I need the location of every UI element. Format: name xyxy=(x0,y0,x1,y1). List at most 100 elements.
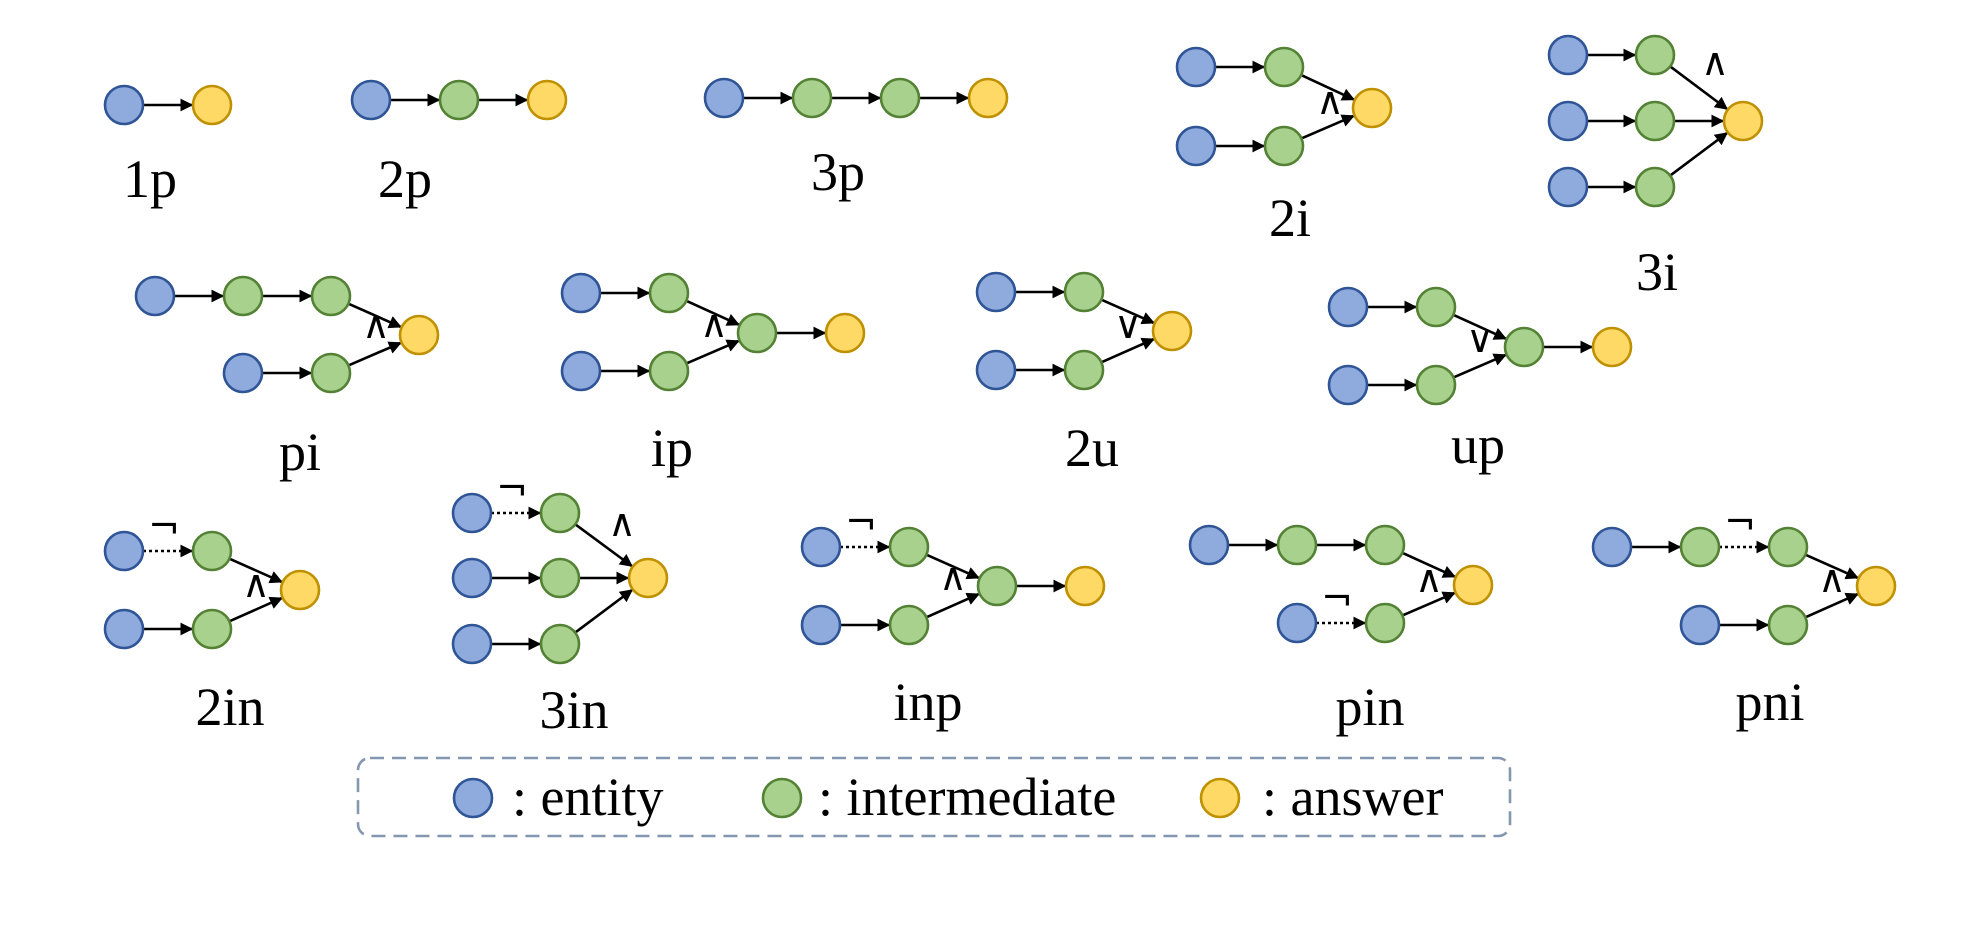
projection-edge xyxy=(228,596,283,623)
entity-node xyxy=(1547,100,1589,142)
intermediate-node xyxy=(1634,166,1676,208)
projection-edge xyxy=(1100,337,1155,364)
projection-edge xyxy=(228,557,283,584)
intermediate-node xyxy=(222,275,264,317)
pattern-3p xyxy=(703,77,1009,119)
intersection-operator: ∧ xyxy=(608,501,636,545)
intermediate-node xyxy=(1415,286,1457,328)
intermediate-node xyxy=(736,312,778,354)
intermediate-node xyxy=(1634,34,1676,76)
entity-node xyxy=(1276,602,1318,644)
intermediate-node xyxy=(1364,602,1406,644)
legend-answer-label: : answer xyxy=(1262,767,1443,827)
pattern-2u: ∨ xyxy=(975,271,1193,391)
pattern-label-pni: pni xyxy=(1735,672,1804,732)
entity-node xyxy=(800,526,842,568)
entity-node xyxy=(451,623,493,665)
projection-edge xyxy=(685,339,740,365)
answer-node xyxy=(1064,565,1106,607)
pattern-label-pin: pin xyxy=(1335,677,1404,737)
pattern-3i: ∧ xyxy=(1547,34,1764,208)
negation-operator: ¬ xyxy=(1321,576,1353,620)
projection-edge xyxy=(685,299,740,326)
answer-node xyxy=(526,79,568,121)
pattern-label-1p: 1p xyxy=(123,149,177,209)
intermediate-node xyxy=(539,492,581,534)
union-operator: ∨ xyxy=(1114,303,1142,347)
pattern-label-ip: ip xyxy=(651,418,693,478)
pattern-pni: ¬∧ xyxy=(1591,500,1897,646)
intermediate-node xyxy=(648,350,690,392)
entity-node xyxy=(1327,286,1369,328)
pattern-up: ∨ xyxy=(1327,286,1633,406)
entity-node xyxy=(560,350,602,392)
pattern-2in: ¬∧ xyxy=(103,504,321,650)
intermediate-node xyxy=(1364,524,1406,566)
intersection-operator: ∧ xyxy=(1818,557,1846,601)
answer-node xyxy=(1855,565,1897,607)
pattern-2p xyxy=(350,79,568,121)
legend-answer-marker xyxy=(1199,777,1241,819)
projection-edge xyxy=(1669,131,1729,177)
legend-entity-label: : entity xyxy=(512,767,663,827)
intersection-operator: ∧ xyxy=(1316,79,1344,123)
intermediate-node xyxy=(1063,349,1105,391)
projection-edge xyxy=(1804,592,1859,619)
answer-node xyxy=(1591,326,1633,368)
intersection-operator: ∧ xyxy=(242,562,270,606)
intermediate-node xyxy=(879,77,921,119)
intersection-operator: ∧ xyxy=(362,303,390,347)
pattern-label-pi: pi xyxy=(279,422,321,482)
entity-node xyxy=(1188,524,1230,566)
pattern-label-2i: 2i xyxy=(1269,188,1311,248)
intermediate-node xyxy=(438,79,480,121)
projection-edge xyxy=(574,588,634,634)
projection-edge xyxy=(1804,553,1859,580)
pattern-ip: ∧ xyxy=(560,272,866,392)
intermediate-node xyxy=(1634,100,1676,142)
negation-operator: ¬ xyxy=(148,504,180,548)
intermediate-node xyxy=(1767,526,1809,568)
entity-node xyxy=(103,608,145,650)
intersection-operator: ∧ xyxy=(1415,557,1443,601)
projection-edge xyxy=(1401,591,1456,617)
intermediate-node xyxy=(191,530,233,572)
projection-edge xyxy=(1452,313,1507,340)
projection-edge xyxy=(925,592,980,619)
negation-operator: ¬ xyxy=(496,466,528,510)
pattern-label-3i: 3i xyxy=(1636,242,1678,302)
entity-node xyxy=(703,77,745,119)
intermediate-node xyxy=(1415,364,1457,406)
pattern-1p xyxy=(103,84,233,126)
intersection-operator: ∧ xyxy=(939,555,967,599)
negation-operator: ¬ xyxy=(845,500,877,544)
projection-edge xyxy=(1452,353,1507,379)
projection-edge xyxy=(1300,73,1356,101)
intermediate-node xyxy=(191,608,233,650)
projection-edge xyxy=(347,302,402,329)
answer-node xyxy=(967,77,1009,119)
pattern-label-inp: inp xyxy=(893,672,962,732)
projection-edge xyxy=(1100,298,1155,325)
intermediate-node xyxy=(1276,524,1318,566)
pattern-label-2p: 2p xyxy=(378,149,432,209)
answer-node xyxy=(398,314,440,356)
entity-node xyxy=(134,275,176,317)
legend: : entity : intermediate : answer xyxy=(356,756,1512,838)
entity-node xyxy=(103,84,145,126)
intermediate-node xyxy=(1263,46,1305,88)
entity-node xyxy=(975,271,1017,313)
intermediate-node xyxy=(648,272,690,314)
intermediate-node xyxy=(888,604,930,646)
answer-node xyxy=(1722,100,1764,142)
intermediate-node xyxy=(791,77,833,119)
legend-box xyxy=(356,756,1512,838)
entity-node xyxy=(451,557,493,599)
intermediate-node xyxy=(1063,271,1105,313)
entity-node xyxy=(1175,125,1217,167)
pattern-label-3p: 3p xyxy=(811,142,865,202)
entity-node xyxy=(222,352,264,394)
intermediate-node xyxy=(1679,526,1721,568)
intermediate-node xyxy=(539,623,581,665)
entity-node xyxy=(350,79,392,121)
